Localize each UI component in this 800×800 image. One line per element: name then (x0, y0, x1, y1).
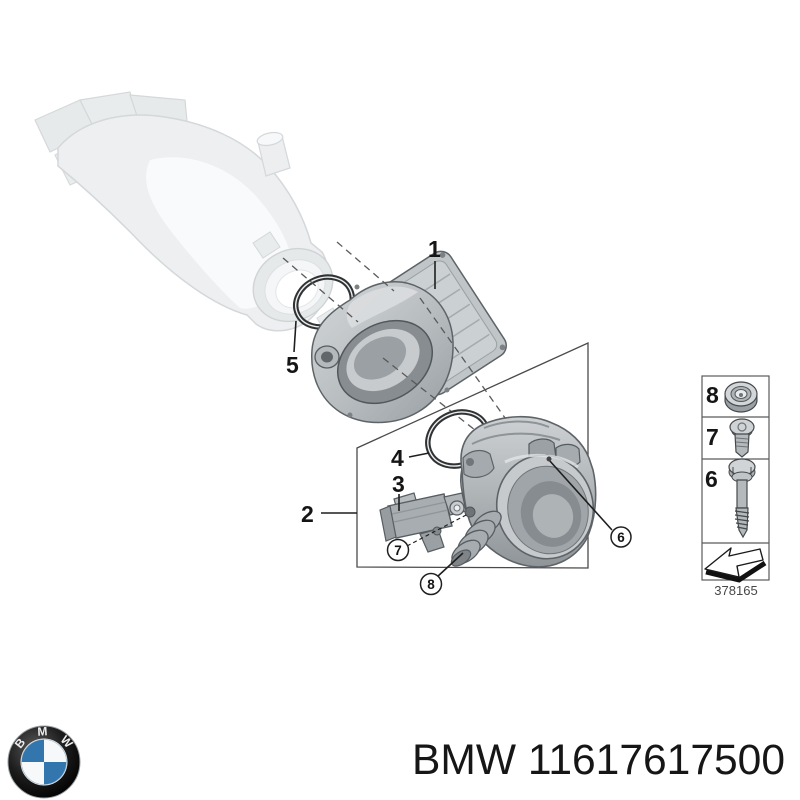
svg-text:M: M (37, 724, 48, 739)
callout-8-circle: 8 (419, 572, 443, 596)
short-screw-icon (729, 418, 755, 458)
nut-icon (724, 381, 758, 413)
legend-label-8: 8 (706, 382, 719, 408)
diagram-number: 378165 (714, 583, 757, 598)
svg-text:8: 8 (427, 577, 435, 592)
assembly-axis-lines (282, 241, 516, 449)
legend-label-7: 7 (706, 424, 719, 450)
leader-lines (293, 261, 613, 578)
actuator-unit (450, 415, 597, 568)
screw-point-6 (546, 456, 552, 462)
callout-4: 4 (391, 445, 404, 471)
legend-panel: 8 7 6 (701, 375, 770, 583)
callout-5: 5 (286, 352, 299, 378)
intake-pipe-ghost (34, 91, 341, 333)
callout-6-circle: 6 (610, 526, 632, 548)
bmw-roundel-logo: B M W (7, 724, 81, 799)
pressure-sensor (379, 492, 467, 553)
svg-text:6: 6 (617, 530, 625, 545)
throttle-body (311, 250, 507, 424)
callout-3: 3 (392, 471, 405, 497)
legend-label-6: 6 (705, 466, 718, 492)
group-2-box (356, 341, 589, 569)
svg-text:7: 7 (394, 543, 402, 558)
arrow-down-left-icon (704, 547, 767, 583)
callout-7-circle: 7 (386, 538, 410, 562)
callout-2: 2 (301, 501, 314, 527)
callout-1: 1 (428, 236, 441, 262)
part-number-text: BMW 11617617500 (412, 736, 785, 784)
long-screw-icon (728, 458, 756, 539)
